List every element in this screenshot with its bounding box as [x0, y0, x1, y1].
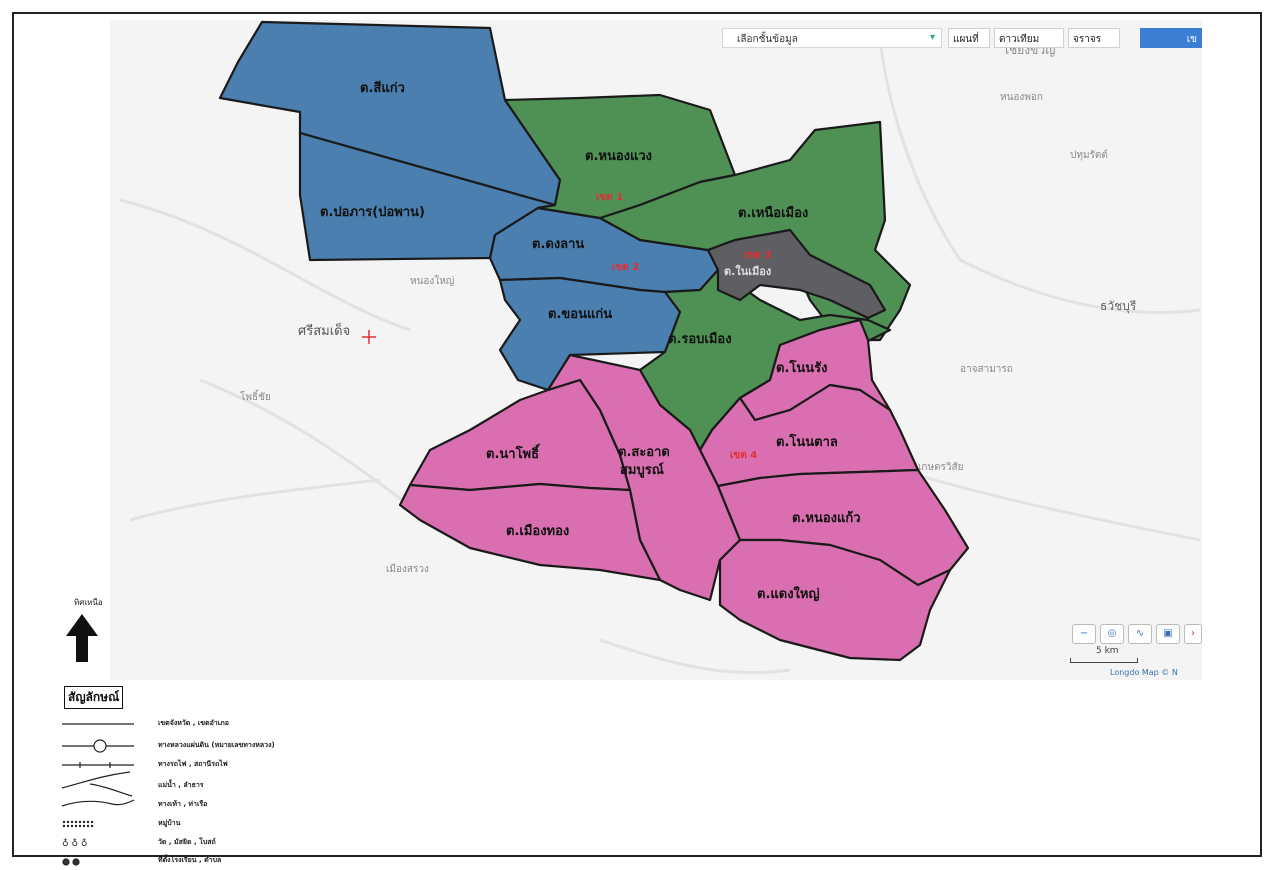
tambon-label: สมบูรณ์ [620, 462, 664, 478]
legend-item-label: ทางเท้า , ท่าเรือ [158, 800, 208, 808]
tambon-naimueang-polygon[interactable] [706, 228, 887, 320]
tambon-label: ต.แดงใหญ่ [757, 585, 820, 602]
place-label: ธวัชบุรี [1100, 299, 1137, 314]
layers-icon[interactable]: ▣ [1156, 624, 1180, 644]
legend-symbols: ♁ ♁ ♁ [61, 723, 135, 866]
zone-label: เขต 1 [596, 192, 623, 203]
legend-item: เขตจังหวัด , เขตอำเภอ [62, 717, 262, 731]
tambon-label: ต.ในเมือง [724, 264, 771, 278]
place-label: หนองพอก [1000, 92, 1043, 103]
zone-labels: เขต 1 เขต 2 เขต 3 เขต 4 [596, 192, 771, 461]
zone-label: เขต 4 [730, 450, 757, 461]
legend-item-label: ที่ตั้งโรงเรียน , ตำบล [158, 856, 222, 864]
tambon-label: ต.สะอาด [618, 445, 670, 460]
legend-item-label: วัด , มัสยิด , โบสถ์ [158, 838, 216, 846]
legend-item: ทางรถไฟ , สถานีรถไฟ [62, 758, 262, 772]
globe-icon[interactable]: ◎ [1100, 624, 1124, 644]
legend-item-label: ทางหลวงแผ่นดิน (หมายเลขทางหลวง) [158, 741, 275, 749]
north-label: ทิศเหนือ [74, 598, 103, 607]
map-attribution[interactable]: Longdo Map © N [1110, 668, 1178, 677]
north-arrow-icon [66, 614, 98, 662]
tambon-label: ต.หนองแก้ว [792, 510, 861, 526]
place-label: อาจสามารถ [960, 364, 1013, 375]
legend-item-label: แม่น้ำ , ลำธาร [158, 781, 204, 789]
map-control-bar: − ◎ ∿ ▣ › [1072, 624, 1202, 646]
layer-select-dropdown[interactable]: เลือกชั้นข้อมูล ▾ [722, 28, 942, 48]
place-label: เมืองสรวง [386, 563, 429, 575]
tambon-label: ต.โนนรัง [776, 359, 827, 376]
map-view-button[interactable]: แผนที่ [948, 28, 990, 48]
chevron-down-icon: ▾ [929, 32, 935, 43]
satellite-view-button[interactable]: ดาวเทียม [994, 28, 1064, 48]
legend-item: แม่น้ำ , ลำธาร [62, 779, 262, 793]
north-arrow: ทิศเหนือ [64, 596, 104, 666]
blue-action-button[interactable]: เข [1140, 28, 1202, 48]
tambon-daengyai-polygon[interactable] [718, 538, 952, 662]
tambon-mueangthong-polygon[interactable] [398, 482, 662, 582]
place-label: หนองใหญ่ [410, 275, 454, 287]
layer-select-label: เลือกชั้นข้อมูล [737, 34, 798, 45]
scale-label: 5 km [1096, 646, 1119, 656]
scale-bar [1070, 658, 1138, 663]
legend-item: ที่ตั้งโรงเรียน , ตำบล [62, 854, 262, 868]
tambon-labels: ต.สีแก่ว ต.ปอภาร(ปอพาน) ต.ดงลาน ต.ขอนแก่… [320, 80, 861, 602]
legend-item: วัด , มัสยิด , โบสถ์ [62, 836, 262, 850]
legend-item: ทางเท้า , ท่าเรือ [62, 798, 262, 812]
legend-item-label: เขตจังหวัด , เขตอำเภอ [158, 719, 229, 727]
background-roads [119, 39, 1201, 675]
map-scale: 5 km [1070, 646, 1140, 666]
zone-label: เขต 3 [744, 250, 771, 261]
tambon-label: ต.เมืองทอง [506, 523, 569, 539]
tambon-label: ต.เหนือเมือง [738, 205, 808, 221]
place-label: ศรีสมเด็จ [298, 321, 350, 339]
measure-icon[interactable]: ∿ [1128, 624, 1152, 644]
legend-title: สัญลักษณ์ [64, 686, 124, 709]
tambon-label: ต.รอบเมือง [668, 331, 732, 347]
legend-item: ทางหลวงแผ่นดิน (หมายเลขทางหลวง) [62, 739, 275, 753]
place-label: เกษตรวิสัย [918, 462, 964, 473]
svg-text:♁ ♁ ♁: ♁ ♁ ♁ [62, 838, 88, 849]
legend-item-label: ทางรถไฟ , สถานีรถไฟ [158, 760, 228, 768]
place-label: โพธิ์ชัย [240, 389, 271, 403]
tambon-label: ต.หนองแวง [585, 149, 652, 164]
tambon-label: ต.ขอนแก่น [548, 307, 612, 322]
tambon-label: ต.โนนตาล [776, 433, 838, 450]
legend-item-label: หมู่บ้าน [158, 819, 181, 827]
close-icon[interactable]: › [1184, 624, 1202, 644]
tambon-label: ต.สีแก่ว [360, 80, 405, 96]
tambon-label: ต.ปอภาร(ปอพาน) [320, 205, 425, 220]
place-label: ปทุมรัตต์ [1070, 149, 1108, 161]
map-toolbar: เลือกชั้นข้อมูล ▾ แผนที่ ดาวเทียม จราจร … [650, 28, 1202, 50]
tambon-label: ต.นาโพธิ์ [486, 443, 541, 462]
zoom-out-icon[interactable]: − [1072, 624, 1096, 644]
zone-label: เขต 2 [612, 262, 639, 273]
traffic-view-button[interactable]: จราจร [1068, 28, 1120, 48]
legend-item: หมู่บ้าน [62, 817, 262, 831]
tambon-label: ต.ดงลาน [532, 237, 584, 252]
location-marker-icon [362, 330, 376, 344]
tambon-saardsombun-polygon[interactable] [546, 353, 742, 602]
